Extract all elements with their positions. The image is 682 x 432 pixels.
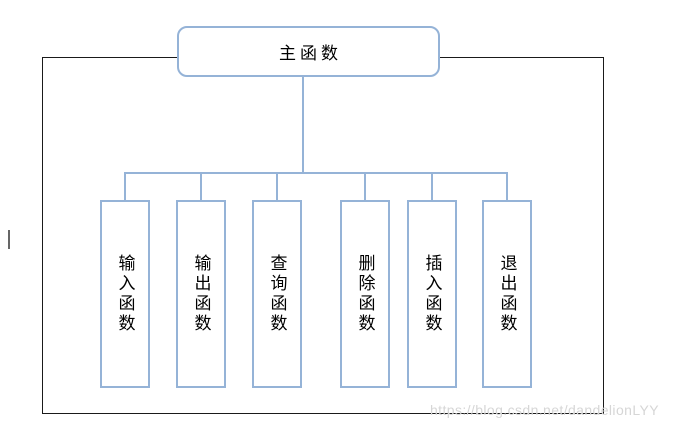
node-output-function: 输出函数: [176, 200, 226, 388]
node-exit-function: 退出函数: [482, 200, 532, 388]
connector-drop-query: [276, 172, 278, 201]
connector-root-vertical: [302, 77, 304, 173]
node-query-function: 查询函数: [252, 200, 302, 388]
text-cursor: [8, 230, 10, 249]
connector-drop-output: [200, 172, 202, 201]
connector-drop-exit: [506, 172, 508, 201]
node-query-function-label: 查询函数: [267, 254, 287, 334]
connector-drop-insert: [431, 172, 433, 201]
node-input-function: 输入函数: [100, 200, 150, 388]
connector-bus: [124, 172, 508, 174]
node-insert-function-label: 插入函数: [422, 254, 442, 334]
node-output-function-label: 输出函数: [191, 254, 211, 334]
node-exit-function-label: 退出函数: [497, 254, 517, 334]
watermark-text: https://blog.csdn.net/dandelionLYY: [430, 402, 659, 418]
node-delete-function: 删除函数: [340, 200, 390, 388]
node-main-function-label: 主函数: [279, 44, 342, 63]
node-input-function-label: 输入函数: [115, 254, 135, 334]
connector-drop-input: [124, 172, 126, 201]
node-insert-function: 插入函数: [407, 200, 457, 388]
node-main-function: 主函数: [177, 26, 440, 77]
connector-drop-delete: [364, 172, 366, 201]
node-delete-function-label: 删除函数: [355, 254, 375, 334]
